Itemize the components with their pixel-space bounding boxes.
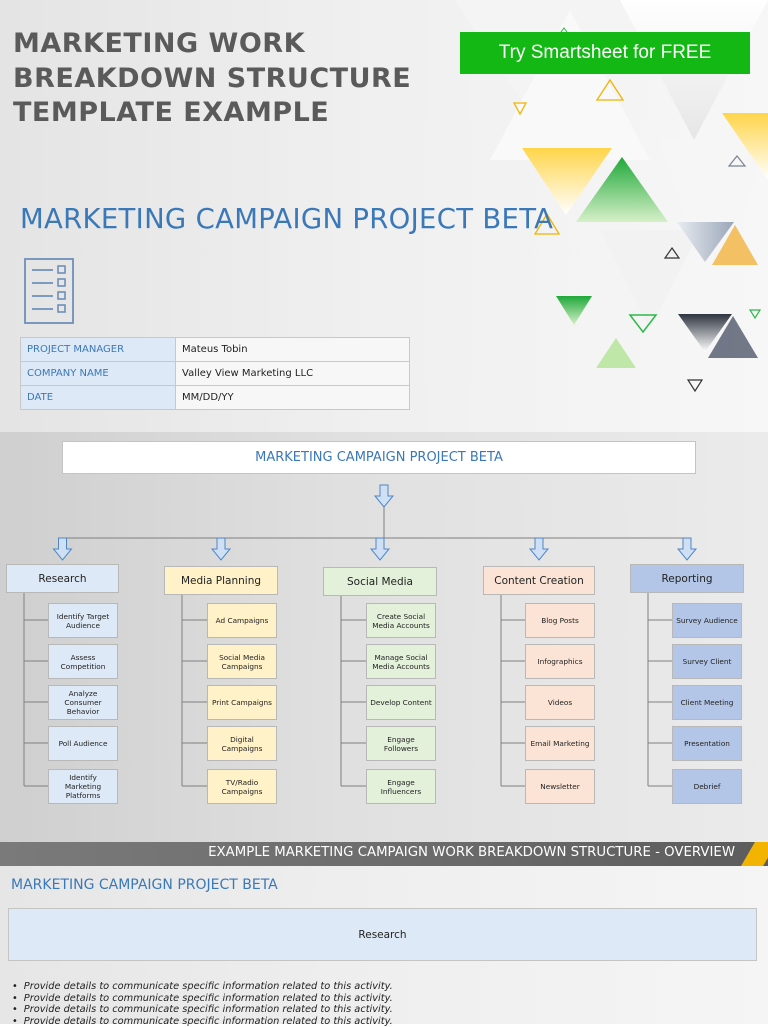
- bullet-item: Provide details to communicate specific …: [12, 1016, 393, 1027]
- down-arrow-icon: [375, 485, 393, 507]
- overview-bar: EXAMPLE MARKETING CAMPAIGN WORK BREAKDOW…: [0, 842, 768, 866]
- wbs-chart: MARKETING CAMPAIGN PROJECT BETA Research…: [0, 432, 768, 842]
- wbs-task: Print Campaigns: [207, 685, 277, 720]
- wbs-category-social-media: Social Media: [323, 567, 437, 596]
- wbs-category-reporting: Reporting: [630, 564, 744, 593]
- down-arrow-icon: [371, 538, 389, 560]
- checklist-icon: [24, 258, 76, 326]
- info-label: COMPANY NAME: [21, 362, 176, 386]
- wbs-category-content-creation: Content Creation: [483, 566, 595, 595]
- header-section: MARKETING WORK BREAKDOWN STRUCTURE TEMPL…: [0, 0, 768, 432]
- wbs-task: Blog Posts: [525, 603, 595, 638]
- wbs-task: Ad Campaigns: [207, 603, 277, 638]
- wbs-task: Assess Competition: [48, 644, 118, 679]
- wbs-task: Digital Campaigns: [207, 726, 277, 761]
- wbs-task: Newsletter: [525, 769, 595, 804]
- wbs-task: Analyze Consumer Behavior: [48, 685, 118, 720]
- info-row-date: DATE MM/DD/YY: [21, 386, 410, 410]
- overview-bullet-list: Provide details to communicate specific …: [12, 981, 393, 1027]
- bullet-item: Provide details to communicate specific …: [12, 1004, 393, 1016]
- wbs-task: Survey Audience: [672, 603, 742, 638]
- wbs-task: Engage Influencers: [366, 769, 436, 804]
- wbs-task: Engage Followers: [366, 726, 436, 761]
- bullet-item: Provide details to communicate specific …: [12, 993, 393, 1005]
- wbs-task: Identify Marketing Platforms: [48, 769, 118, 804]
- wbs-task: Survey Client: [672, 644, 742, 679]
- down-arrow-icon: [54, 538, 72, 560]
- wbs-task: Debrief: [672, 769, 742, 804]
- document-title: MARKETING WORK BREAKDOWN STRUCTURE TEMPL…: [13, 27, 433, 131]
- wbs-task: TV/Radio Campaigns: [207, 769, 277, 804]
- wbs-task: Poll Audience: [48, 726, 118, 761]
- wbs-task: Create Social Media Accounts: [366, 603, 436, 638]
- bullet-item: Provide details to communicate specific …: [12, 981, 393, 993]
- info-label: PROJECT MANAGER: [21, 338, 176, 362]
- accent-stripe: [741, 842, 768, 866]
- info-row-project-manager: PROJECT MANAGER Mateus Tobin: [21, 338, 410, 362]
- project-info-table: PROJECT MANAGER Mateus Tobin COMPANY NAM…: [20, 337, 410, 410]
- info-row-company-name: COMPANY NAME Valley View Marketing LLC: [21, 362, 410, 386]
- overview-section: MARKETING CAMPAIGN PROJECT BETA Research…: [0, 866, 768, 1024]
- wbs-task: Manage Social Media Accounts: [366, 644, 436, 679]
- down-arrow-icon: [678, 538, 696, 560]
- info-value: Valley View Marketing LLC: [176, 362, 410, 386]
- overview-bar-title: EXAMPLE MARKETING CAMPAIGN WORK BREAKDOW…: [208, 845, 735, 860]
- wbs-task: Identify Target Audience: [48, 603, 118, 638]
- wbs-category-research: Research: [6, 564, 119, 593]
- wbs-task: Videos: [525, 685, 595, 720]
- down-arrow-icon: [530, 538, 548, 560]
- wbs-category-media-planning: Media Planning: [164, 566, 278, 595]
- info-value: Mateus Tobin: [176, 338, 410, 362]
- info-label: DATE: [21, 386, 176, 410]
- info-value: MM/DD/YY: [176, 386, 410, 410]
- wbs-task: Client Meeting: [672, 685, 742, 720]
- wbs-task: Infographics: [525, 644, 595, 679]
- project-title: MARKETING CAMPAIGN PROJECT BETA: [20, 203, 553, 235]
- overview-research-box: Research: [8, 908, 757, 961]
- down-arrow-icon: [212, 538, 230, 560]
- wbs-task: Social Media Campaigns: [207, 644, 277, 679]
- wbs-task: Presentation: [672, 726, 742, 761]
- wbs-task: Develop Content: [366, 685, 436, 720]
- try-smartsheet-button[interactable]: Try Smartsheet for FREE: [460, 32, 750, 74]
- wbs-root: MARKETING CAMPAIGN PROJECT BETA: [62, 441, 696, 474]
- overview-section-title: MARKETING CAMPAIGN PROJECT BETA: [11, 877, 278, 893]
- wbs-task: Email Marketing: [525, 726, 595, 761]
